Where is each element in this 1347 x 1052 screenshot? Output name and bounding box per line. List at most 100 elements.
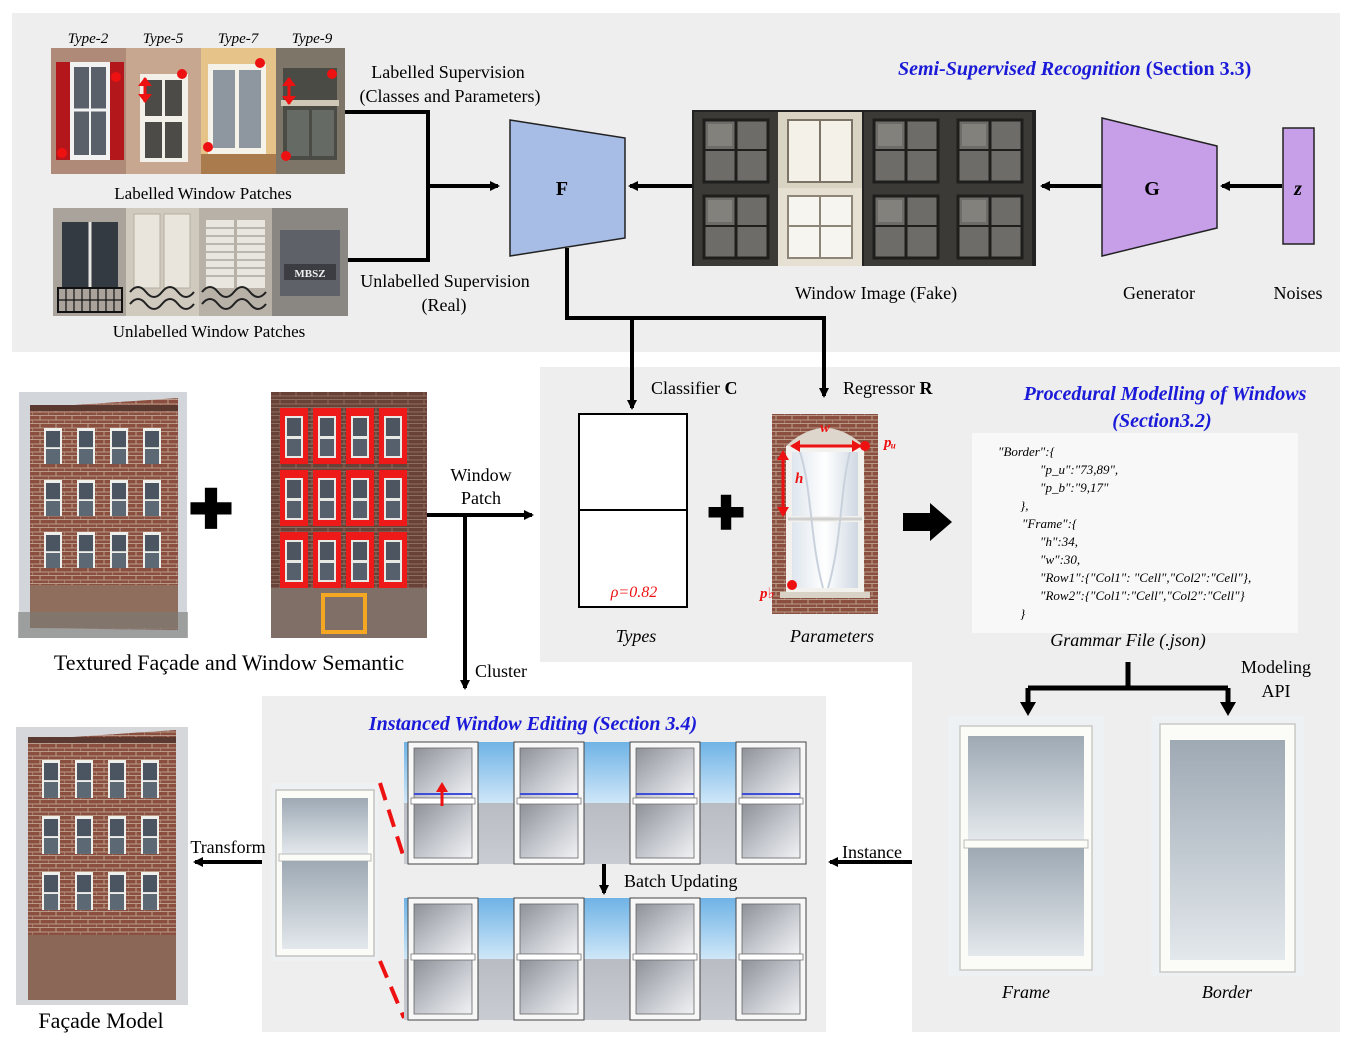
noises-label: Noises (1274, 283, 1323, 303)
grammar-file-panel (972, 433, 1298, 633)
grammar-line: }, (1020, 498, 1028, 513)
window-mask (379, 408, 407, 464)
window-row-before (404, 741, 807, 865)
plus-icon: ✚ (188, 480, 233, 540)
border-window-render (1151, 716, 1304, 976)
facade-window (110, 480, 128, 517)
noise-vector (1282, 127, 1315, 245)
grammar-line: "Frame":{ (1022, 516, 1078, 531)
keypoint-marker (177, 69, 187, 79)
window-mask (346, 408, 374, 464)
keypoint-pu (860, 441, 870, 451)
facade-model-image (16, 727, 188, 1005)
facade-window (75, 760, 93, 798)
grammar-line: "w":30, (1040, 552, 1080, 567)
window-mask (280, 532, 308, 588)
facade-window (141, 760, 159, 798)
network-g-label: G (1144, 178, 1160, 200)
facade-window (44, 480, 62, 517)
keypoint-marker (111, 72, 121, 82)
facade-window (143, 532, 161, 569)
window-row-after (404, 897, 807, 1021)
unlabelled-supervision-line2: (Real) (422, 295, 467, 316)
network-f-label: F (556, 178, 568, 200)
labelled-type-labels: Type-2 Type-5 Type-7 Type-9 (68, 31, 333, 47)
keypoint-marker (255, 58, 265, 68)
type-label: Type-2 (68, 31, 109, 47)
facade-window (108, 760, 126, 798)
frame-window-render (948, 716, 1104, 976)
window-patch-line2: Patch (461, 488, 501, 508)
param-h: h (795, 471, 803, 487)
labelled-patches-label: Labelled Window Patches (114, 184, 291, 203)
batch-updating-label: Batch Updating (624, 871, 737, 891)
zoom-guide-lines (378, 782, 406, 1019)
facade-window (77, 480, 95, 517)
classifier-label: Classifier C (651, 378, 738, 398)
window-mask (346, 532, 374, 588)
facade-window (141, 816, 159, 854)
grammar-line: "h":34, (1040, 534, 1078, 549)
facade-window (77, 532, 95, 569)
window-mask (379, 470, 407, 526)
textured-facade-image (18, 392, 188, 638)
facade-window (75, 816, 93, 854)
unlabelled-patches-label: Unlabelled Window Patches (113, 322, 306, 341)
arrow-to-grammar (903, 503, 952, 541)
network-f (509, 119, 626, 257)
window-patch-line1: Window (450, 465, 511, 485)
window-mask (379, 532, 407, 588)
window-mask (313, 532, 341, 588)
network-g (1101, 117, 1218, 257)
frame-label: Frame (1001, 982, 1050, 1002)
unlabelled-supervision-line1: Unlabelled Supervision (360, 271, 529, 291)
arrow-f-to-regressor (565, 248, 829, 398)
fake-images-label: Window Image (Fake) (795, 283, 957, 304)
labelled-supervision-line1: Labelled Supervision (371, 62, 524, 82)
grammar-line: "p_u":"73,89", (1040, 462, 1118, 477)
noise-symbol: z (1293, 178, 1302, 200)
semantic-window-masks (280, 408, 407, 588)
transform-label: Transform (190, 837, 265, 857)
window-mask (280, 470, 308, 526)
modeling-api-line2: API (1261, 681, 1290, 701)
cluster-label: Cluster (475, 661, 527, 681)
door-mask (321, 593, 367, 634)
facade-window (75, 872, 93, 910)
facade-window (143, 480, 161, 517)
modeling-api-line1: Modeling (1241, 657, 1311, 677)
textured-facade-label: Textured Façade and Window Semantic (54, 650, 405, 675)
keypoint-pb (787, 580, 797, 590)
window-mask (313, 408, 341, 464)
keypoint-marker (327, 69, 337, 79)
unlabelled-window-patches: MBSZ (53, 208, 348, 316)
grammar-line: "p_b":"9,17" (1040, 480, 1109, 495)
instanced-window (271, 783, 378, 961)
editing-title: Instanced Window Editing (Section 3.4) (368, 713, 697, 735)
labelled-supervision-line2: (Classes and Parameters) (360, 86, 541, 107)
grammar-file-content: "Border":{ "p_u":"73,89", "p_b":"9,17" }… (998, 444, 1251, 621)
facade-window (44, 532, 62, 569)
generator-label: Generator (1123, 283, 1195, 303)
keypoint-marker (203, 142, 213, 152)
border-label: Border (1202, 982, 1253, 1002)
plus-icon: ✚ (707, 488, 746, 539)
shop-sign: MBSZ (294, 268, 325, 280)
window-mask (313, 470, 341, 526)
param-w: w (820, 420, 831, 436)
facade-window (110, 428, 128, 465)
facade-window (77, 428, 95, 465)
fake-window-images (692, 110, 1036, 268)
regressor-label: Regressor R (843, 378, 933, 398)
facade-window (44, 428, 62, 465)
facade-window (141, 872, 159, 910)
keypoint-marker (57, 148, 67, 158)
grammar-line: } (1020, 606, 1026, 621)
grammar-line: "Row2":{"Col1":"Cell","Col2":"Cell"} (1040, 588, 1246, 603)
param-pu: pᵤ (882, 435, 896, 451)
facade-window (42, 872, 60, 910)
keypoint-marker (281, 151, 291, 161)
procedural-title-line1: Procedural Modelling of Windows (1023, 383, 1307, 405)
